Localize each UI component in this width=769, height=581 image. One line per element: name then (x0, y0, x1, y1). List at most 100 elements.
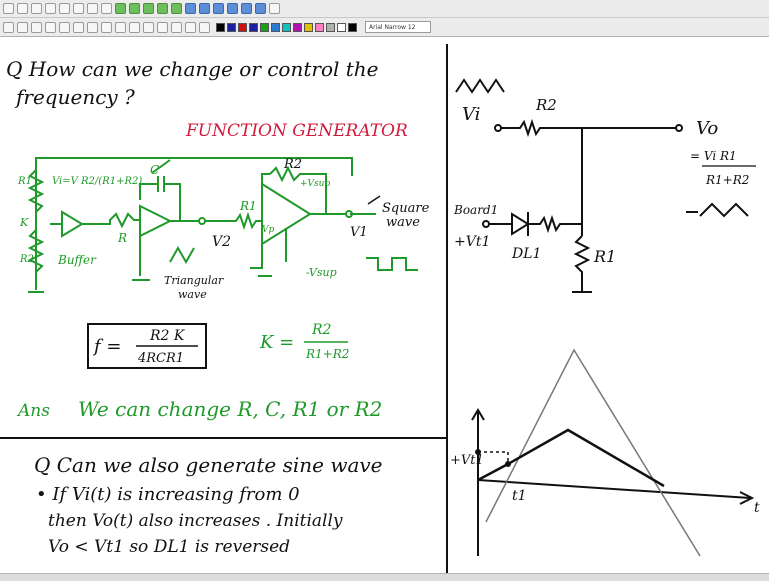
output-labels: R2 Square wave V1 V2 Triangular wave (164, 157, 430, 301)
pen-icon[interactable] (3, 21, 14, 33)
open-file-icon[interactable] (17, 3, 28, 14)
last-page-icon[interactable] (157, 3, 168, 14)
t-axis (477, 479, 751, 499)
color-swatch-9[interactable] (315, 22, 324, 32)
v2-label: V2 (212, 234, 231, 250)
eraser-icon[interactable] (17, 21, 28, 33)
hand-tool-icon[interactable] (115, 21, 126, 33)
thin-pen-icon[interactable] (171, 21, 182, 33)
color-swatch-2[interactable] (238, 22, 247, 32)
color-swatch-10[interactable] (326, 22, 335, 32)
paste-icon[interactable] (73, 3, 84, 14)
color-swatch-12[interactable] (348, 22, 357, 32)
color-swatch-8[interactable] (304, 22, 313, 32)
copy-icon[interactable] (59, 3, 70, 14)
previous-page-icon[interactable] (115, 3, 126, 14)
formula-f-numerator: R2 K (149, 328, 186, 344)
main-toolbar (0, 0, 769, 18)
graph-vt1-label: +Vt1 (450, 453, 484, 468)
text-tool-icon[interactable] (45, 21, 56, 33)
fullscreen-icon[interactable] (269, 3, 280, 14)
question-2-line-1: Q Can we also generate sine wave (34, 453, 383, 477)
capacitor-label: C (150, 163, 159, 177)
color-swatch-1[interactable] (227, 22, 236, 32)
vp-label: Vp (262, 225, 274, 235)
color-swatch-11[interactable] (337, 22, 346, 32)
save-icon[interactable] (31, 3, 42, 14)
zoom-out-icon[interactable] (199, 3, 210, 14)
medium-pen-icon[interactable] (185, 21, 196, 33)
whiteboard-canvas[interactable]: Q How can we change or control the frequ… (0, 38, 769, 573)
rc-vi-label: Vi (462, 104, 480, 125)
v1-label: V1 (350, 225, 368, 240)
default-tools-icon[interactable] (157, 21, 168, 33)
answer-tag: Ans (16, 401, 50, 421)
shape-recognizer-icon[interactable] (143, 21, 154, 33)
cut-icon[interactable] (45, 3, 56, 14)
resistor-r1-label: R1 (239, 199, 257, 213)
rc-vo-label: Vo (696, 118, 718, 139)
font-selector[interactable]: Arial Narrow 12 (365, 21, 431, 33)
graph-t-label: t (754, 500, 760, 516)
answer-text: We can change R, C, R1 or R2 (78, 397, 382, 421)
ruler-icon[interactable] (129, 21, 140, 33)
pen-toolbar: Arial Narrow 12 (0, 18, 769, 37)
rc-vo-denominator: R1+R2 (705, 173, 749, 187)
vertical-space-icon[interactable] (101, 21, 112, 33)
color-palette (214, 22, 357, 32)
vsup-positive-label: +Vsup (300, 179, 330, 189)
triangular-label: Triangular (164, 274, 224, 287)
square-label: Square (382, 201, 430, 216)
rc-board1-label: Board1 (453, 203, 498, 217)
select-region-icon[interactable] (73, 21, 84, 33)
zoom-page-icon[interactable] (227, 3, 238, 14)
question-1-line-1: Q How can we change or control the (6, 57, 379, 81)
pot-resistor-r1 (27, 169, 45, 213)
color-swatch-0[interactable] (216, 22, 225, 32)
rc-vo-equation: = Vi R1 (690, 149, 737, 163)
graph-t1-label: t1 (512, 488, 527, 504)
resistor-diode-circuit (455, 78, 749, 293)
output-wave (477, 428, 665, 488)
pot-r2-label: R2 (19, 254, 34, 265)
question-2-line-3: then Vo(t) also increases . Initially (48, 511, 343, 531)
formula-k-denominator: R1+R2 (305, 347, 349, 361)
pot-k-label: K (19, 216, 29, 229)
zoom-in-icon[interactable] (185, 3, 196, 14)
triangle-input-sketch (455, 78, 505, 94)
status-bar (0, 573, 769, 581)
circuit-labels: C R R1 Vp +Vsup -Vsup R1 K R2 Buffer Vi=… (17, 163, 337, 279)
thick-pen-icon[interactable] (199, 21, 210, 33)
image-tool-icon[interactable] (59, 21, 70, 33)
buffer-triangle (61, 210, 84, 238)
new-file-icon[interactable] (3, 3, 14, 14)
integrator-opamp (139, 204, 173, 238)
color-swatch-6[interactable] (282, 22, 291, 32)
insert-page-icon[interactable] (171, 3, 182, 14)
zoom-width-icon[interactable] (213, 3, 224, 14)
color-swatch-7[interactable] (293, 22, 302, 32)
zoom-fit-icon[interactable] (241, 3, 252, 14)
rc-r2-label: R2 (535, 96, 557, 114)
color-swatch-5[interactable] (271, 22, 280, 32)
next-page-icon[interactable] (129, 3, 140, 14)
select-rect-icon[interactable] (87, 21, 98, 33)
wave-label: wave (386, 215, 420, 230)
highlighter-icon[interactable] (31, 21, 42, 33)
question-1-line-2: frequency ? (14, 85, 135, 109)
question-2-line-4: Vo < Vt1 so DL1 is reversed (48, 537, 290, 557)
input-triangle-wave (485, 348, 701, 557)
resistor-r-label: R (117, 231, 127, 245)
triangular-wave-label: wave (178, 288, 207, 301)
undo-icon[interactable] (87, 3, 98, 14)
redo-icon[interactable] (101, 3, 112, 14)
first-page-icon[interactable] (143, 3, 154, 14)
color-swatch-4[interactable] (260, 22, 269, 32)
font-name: Arial Narrow (369, 24, 406, 31)
color-swatch-3[interactable] (249, 22, 258, 32)
zoom-custom-icon[interactable] (255, 3, 266, 14)
formula-k-numerator: R2 (311, 322, 332, 338)
rc-dl1-label: DL1 (511, 246, 541, 262)
function-generator-circuit (27, 157, 418, 293)
formula-f-denominator: 4RCR1 (137, 351, 184, 366)
